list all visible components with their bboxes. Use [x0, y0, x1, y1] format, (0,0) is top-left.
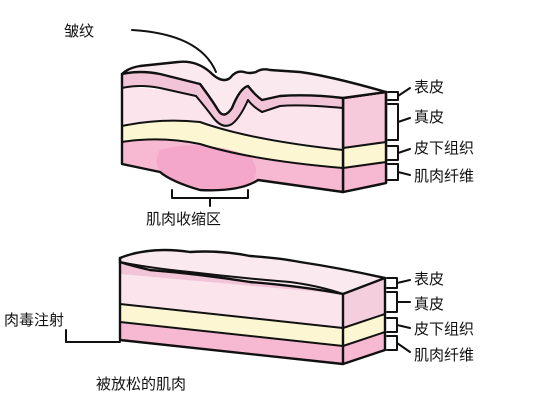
wrinkle-label: 皱纹	[64, 22, 94, 40]
top-layer-epidermis-label: 表皮	[414, 78, 444, 96]
bottom-layer-muscle-label: 肌肉纤维	[414, 346, 474, 364]
top-layer-muscle-label: 肌肉纤维	[414, 167, 474, 185]
wrinkle-pointer	[131, 29, 217, 73]
bottom-layer-dermis-label: 真皮	[414, 295, 444, 313]
top-epidermis	[122, 72, 343, 126]
bottom-layer-epidermis-label: 表皮	[414, 270, 444, 288]
top-layer-subcutaneous-label: 皮下组织	[414, 139, 474, 157]
top-layer-dermis-label: 真皮	[414, 108, 444, 126]
injection-pointer	[65, 329, 121, 343]
bottom-skin-block	[65, 248, 411, 366]
bottom-layer-subcutaneous-label: 皮下组织	[414, 320, 474, 338]
relaxed-muscle-label: 被放松的肌肉	[96, 375, 186, 393]
top-subcutaneous	[122, 120, 343, 168]
top-skin-block	[120, 29, 411, 207]
injection-label: 肉毒注射	[4, 311, 64, 329]
bottom-subcutaneous	[120, 304, 343, 346]
bottom-muscle	[120, 322, 343, 364]
bottom-surface	[118, 248, 387, 296]
muscle-contraction-label: 肌肉收缩区	[146, 210, 221, 228]
